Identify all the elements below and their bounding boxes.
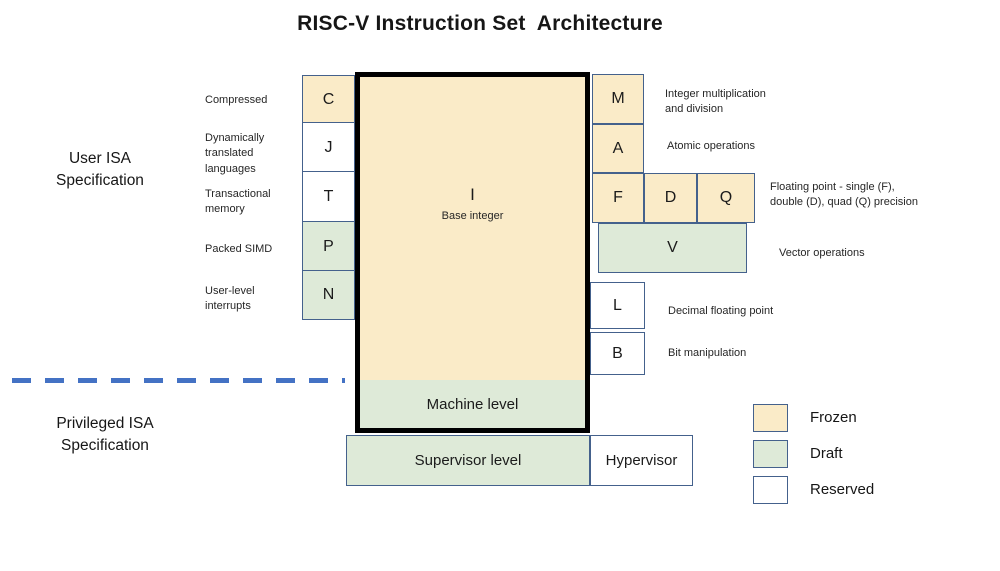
legend-swatch-draft — [753, 440, 788, 468]
legend-swatch-frozen — [753, 404, 788, 432]
label-floating-point: Floating point - single (F), double (D),… — [770, 181, 918, 209]
extension-box-a: A — [592, 124, 644, 173]
label-atomic-operations: Atomic operations — [667, 140, 756, 152]
base-integer-sublabel: Base integer — [441, 210, 504, 222]
extension-box-j: J — [302, 122, 355, 173]
extension-letter-t: T — [323, 188, 334, 205]
label-user-level-interrupts: User-level interrupts — [205, 285, 255, 313]
legend-label-reserved: Reserved — [810, 481, 875, 498]
extension-box-m: M — [592, 74, 644, 124]
extension-letter-d: D — [664, 189, 677, 206]
isa-divider-dashed-line — [12, 378, 345, 383]
label-dynamically-translated-languages: Dynamically translated languages — [205, 132, 265, 175]
machine-level-band: Machine level — [360, 380, 585, 428]
extension-box-v: V — [598, 223, 747, 273]
extension-box-n: N — [302, 270, 355, 320]
extension-letter-l: L — [613, 296, 622, 314]
label-transactional-memory: Transactional memory — [205, 188, 271, 216]
extension-letter-a: A — [612, 139, 624, 157]
extension-letter-p: P — [323, 237, 334, 255]
extension-box-q: Q — [697, 173, 755, 223]
extension-box-f: F — [592, 173, 644, 223]
extension-letter-i: I — [470, 185, 475, 204]
label-bit-manipulation: Bit manipulation — [668, 347, 747, 359]
supervisor-level-box: Supervisor level — [346, 435, 590, 486]
extension-box-c: C — [302, 75, 355, 124]
legend-swatch-reserved — [753, 476, 788, 504]
base-integer-box: I Base integer Machine level — [355, 72, 590, 433]
label-vector-operations: Vector operations — [779, 247, 865, 259]
extension-box-t: T — [302, 171, 355, 223]
diagram-title: RISC-V Instruction Set Architecture — [297, 12, 663, 35]
extension-box-p: P — [302, 221, 355, 272]
extension-letter-m: M — [611, 90, 625, 107]
base-integer-caption: I Base integer — [360, 185, 585, 222]
extension-letter-v: V — [667, 239, 678, 256]
extension-box-d: D — [644, 173, 697, 223]
label-decimal-floating-point: Decimal floating point — [668, 305, 774, 317]
extension-box-l: L — [590, 282, 645, 329]
extension-letter-n: N — [322, 286, 335, 303]
extension-letter-f: F — [613, 189, 623, 206]
hypervisor-box: Hypervisor — [590, 435, 693, 486]
extension-letter-q: Q — [719, 189, 733, 206]
label-compressed: Compressed — [205, 94, 268, 106]
extension-box-b: B — [590, 332, 645, 375]
label-packed-simd: Packed SIMD — [205, 243, 273, 255]
legend-label-draft: Draft — [810, 445, 843, 462]
label-integer-multiplication: Integer multiplication and division — [665, 88, 766, 116]
extension-letter-j: J — [324, 138, 333, 156]
user-isa-section-label: User ISA Specification — [56, 150, 144, 189]
extension-letter-b: B — [612, 344, 623, 362]
legend-label-frozen: Frozen — [810, 409, 857, 426]
privileged-isa-section-label: Privileged ISA Specification — [56, 415, 154, 454]
extension-letter-c: C — [322, 90, 335, 108]
